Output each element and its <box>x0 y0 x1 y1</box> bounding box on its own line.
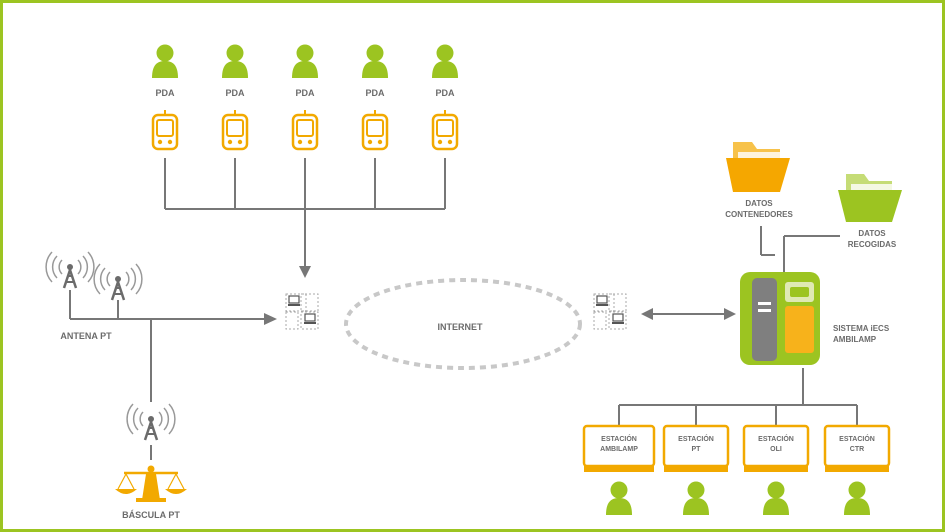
pda-label: PDA <box>155 88 175 98</box>
internet-cloud <box>344 278 582 370</box>
person-icon <box>152 44 178 78</box>
pda-label: PDA <box>365 88 385 98</box>
station-line2: AMBILAMP <box>600 446 638 453</box>
pda-label: PDA <box>435 88 455 98</box>
pda-device-icon <box>151 108 179 151</box>
pda-group: PDA PDA PDA PDA PDA <box>151 44 459 151</box>
station-pt: ESTACIÓN PT <box>662 424 730 515</box>
person-icon <box>292 44 318 78</box>
person-icon <box>763 481 789 515</box>
datos-contenedores-line1: DATOS <box>745 199 773 208</box>
pda-user-1: PDA <box>151 44 179 151</box>
datos-contenedores-line2: CONTENEDORES <box>725 210 793 219</box>
network-computers-icon <box>285 293 319 330</box>
datos-recogidas-line2: RECOGIDAS <box>848 240 897 249</box>
pda-user-3: PDA <box>291 44 319 151</box>
sistema-line1: SISTEMA iECS <box>833 324 890 333</box>
station-ctr: ESTACIÓN CTR <box>823 424 891 515</box>
folder-icon <box>726 142 790 192</box>
sistema-line2: AMBILAMP <box>833 335 877 344</box>
person-icon <box>362 44 388 78</box>
antenna-icon <box>44 250 96 290</box>
station-ambilamp: ESTACIÓN AMBILAMP <box>582 424 656 515</box>
pda-device-icon <box>431 108 459 151</box>
pda-user-5: PDA <box>431 44 459 151</box>
pda-device-icon <box>361 108 389 151</box>
folder-icon <box>838 174 902 222</box>
person-icon <box>222 44 248 78</box>
arrow-down <box>299 266 311 278</box>
station-oli: ESTACIÓN OLI <box>742 424 810 515</box>
person-icon <box>606 481 632 515</box>
station-line1: ESTACIÓN <box>758 434 794 443</box>
person-icon <box>432 44 458 78</box>
arrow-right-server <box>724 308 736 320</box>
arrow-left <box>641 308 653 320</box>
pda-user-2: PDA <box>221 44 249 151</box>
data-connectors <box>760 226 840 272</box>
server-icon <box>740 272 820 365</box>
pda-device-icon <box>221 108 249 151</box>
antenna-connectors <box>69 290 266 460</box>
station-connectors <box>618 368 858 425</box>
person-icon <box>844 481 870 515</box>
datos-recogidas-line1: DATOS <box>858 229 886 238</box>
station-line1: ESTACIÓN <box>678 434 714 443</box>
person-icon <box>683 481 709 515</box>
pda-user-4: PDA <box>361 44 389 151</box>
station-line1: ESTACIÓN <box>601 434 637 443</box>
pda-label: PDA <box>225 88 245 98</box>
network-computers-icon <box>593 293 627 330</box>
scale-label: BÁSCULA PT <box>122 510 180 520</box>
arrow-right <box>264 313 277 325</box>
pda-label: PDA <box>295 88 315 98</box>
pda-connectors <box>164 158 446 268</box>
scale-icon <box>115 465 187 502</box>
internet-label: INTERNET <box>438 322 484 332</box>
antenna-icon <box>92 262 144 302</box>
pda-device-icon <box>291 108 319 151</box>
antenna-icon <box>125 402 177 442</box>
station-line2: PT <box>692 446 702 453</box>
station-line1: ESTACIÓN <box>839 434 875 443</box>
station-line2: OLI <box>770 446 782 453</box>
station-line2: CTR <box>850 446 864 453</box>
antenna-label: ANTENA PT <box>60 331 112 341</box>
